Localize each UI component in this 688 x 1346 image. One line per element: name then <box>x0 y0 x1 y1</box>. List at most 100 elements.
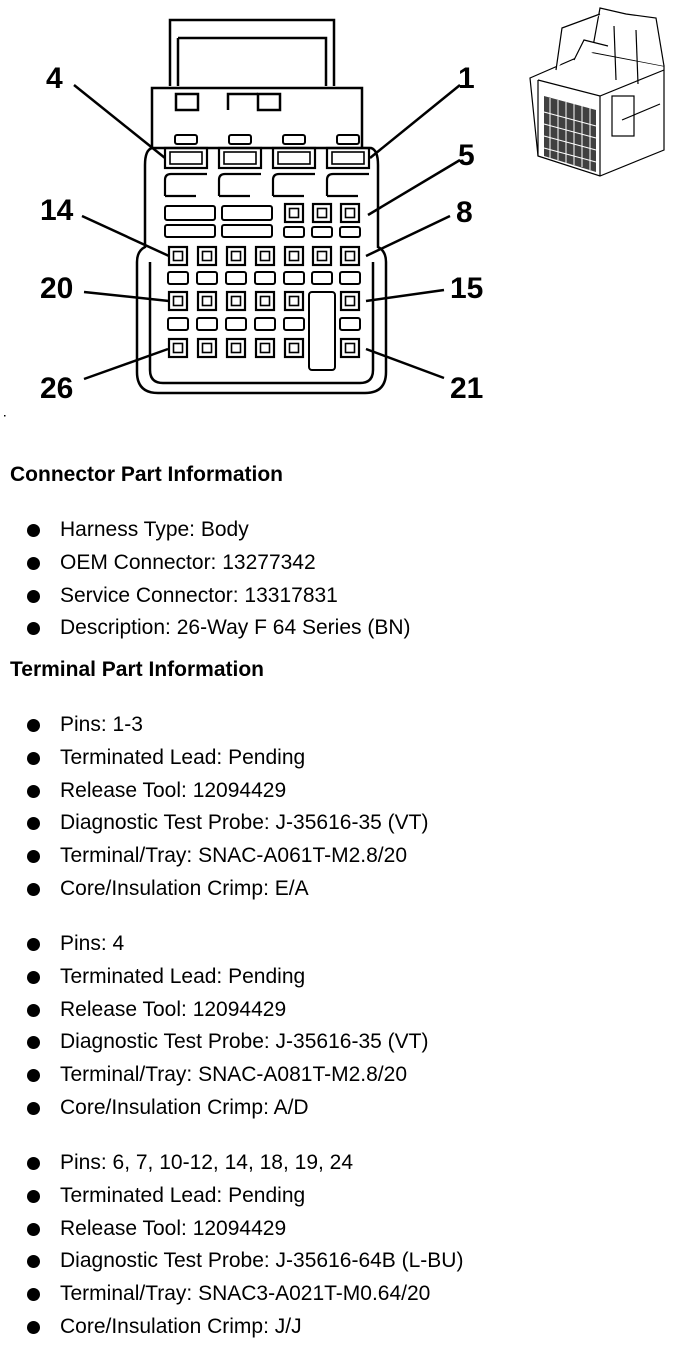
cavity-slot <box>339 271 361 285</box>
pin-label-5: 5 <box>458 139 475 172</box>
list-item: Core/Insulation Crimp: J/J <box>0 1311 463 1344</box>
cavity-slot <box>339 317 361 331</box>
terminal-cavities <box>163 134 371 371</box>
list-item: Diagnostic Test Probe: J-35616-35 (VT) <box>0 1026 428 1059</box>
terminal-latch <box>163 172 207 198</box>
list-item: OEM Connector: 13277342 <box>0 547 411 580</box>
bullet-icon <box>27 817 40 831</box>
cavity-slot <box>174 134 198 145</box>
list-item-text: Release Tool: 12094429 <box>60 778 287 802</box>
bullet-icon <box>27 589 40 603</box>
terminal-cavity <box>225 290 247 312</box>
bullet-icon <box>27 882 40 896</box>
terminal-group-1: Pins: 1-3 Terminated Lead: Pending Relea… <box>0 709 428 906</box>
large-terminal-cavity <box>271 146 317 170</box>
list-item: Pins: 4 <box>0 928 428 961</box>
terminal-cavity <box>196 337 218 359</box>
connector-diagram: 4 1 5 14 8 20 15 26 21 <box>4 7 665 417</box>
bullet-icon <box>27 1222 40 1236</box>
terminal-cavity <box>254 245 276 267</box>
cavity-slot <box>225 317 247 331</box>
terminal-contact <box>288 207 300 219</box>
bullet-icon <box>27 1288 40 1302</box>
pin-number-labels: 4 1 5 14 8 20 15 26 21 <box>40 62 483 405</box>
list-item-text: Release Tool: 12094429 <box>60 1216 287 1240</box>
keying-rib <box>308 291 336 371</box>
pin-label-21: 21 <box>450 372 483 405</box>
terminal-cavity <box>339 337 361 359</box>
terminal-contact <box>201 295 213 307</box>
cavity-slot <box>164 224 216 238</box>
bullet-icon <box>27 1069 40 1083</box>
list-item: Terminated Lead: Pending <box>0 742 428 775</box>
list-item: Harness Type: Body <box>0 514 411 547</box>
connector-isometric-image <box>529 7 665 177</box>
terminal-contact <box>230 250 242 262</box>
list-item-text: Terminal/Tray: SNAC-A081T-M2.8/20 <box>60 1063 408 1087</box>
list-item-text: Release Tool: 12094429 <box>60 997 287 1021</box>
bullet-icon <box>27 850 40 864</box>
terminal-cavity <box>339 202 361 224</box>
terminal-cavity <box>167 245 189 267</box>
terminal-contact <box>344 250 356 262</box>
list-item-text: Pins: 4 <box>60 932 125 955</box>
bullet-icon <box>27 751 40 765</box>
terminal-cavity <box>339 290 361 312</box>
list-item: Core/Insulation Crimp: A/D <box>0 1092 428 1125</box>
bullet-icon <box>27 719 40 732</box>
list-item: Release Tool: 12094429 <box>0 1213 463 1246</box>
terminal-contact <box>344 342 356 354</box>
terminal-cavity <box>283 337 305 359</box>
bullet-icon <box>27 1189 40 1203</box>
terminal-part-heading: Terminal Part Information <box>10 658 264 681</box>
terminal-latch <box>217 172 261 198</box>
cavity-slot <box>254 317 276 331</box>
terminal-cavity <box>225 337 247 359</box>
list-item: Terminated Lead: Pending <box>0 1180 463 1213</box>
list-item-text: Pins: 1-3 <box>60 713 143 736</box>
cavity-slot <box>167 317 189 331</box>
terminal-cavity <box>311 202 333 224</box>
terminal-contact <box>201 342 213 354</box>
connector-part-list: Harness Type: Body OEM Connector: 132773… <box>0 514 411 645</box>
bullet-icon <box>27 556 40 570</box>
list-item-text: Core/Insulation Crimp: E/A <box>60 876 309 900</box>
list-item: Pins: 6, 7, 10-12, 14, 18, 19, 24 <box>0 1147 463 1180</box>
list-item-text: Terminated Lead: Pending <box>60 745 306 769</box>
bullet-icon <box>27 970 40 984</box>
list-item-text: Diagnostic Test Probe: J-35616-35 (VT) <box>60 811 429 835</box>
terminal-cavity <box>225 245 247 267</box>
bullet-icon <box>27 1157 40 1170</box>
cavity-slot <box>225 271 247 285</box>
list-item: Release Tool: 12094429 <box>0 994 428 1027</box>
connector-face <box>135 18 388 395</box>
bullet-icon <box>27 622 40 636</box>
cavity-slot <box>282 134 306 145</box>
pin-label-8: 8 <box>456 196 473 229</box>
pin-label-14: 14 <box>40 194 74 227</box>
bullet-icon <box>27 1036 40 1050</box>
pin-label-26: 26 <box>40 372 73 405</box>
cavity-slot <box>339 226 361 238</box>
bullet-icon <box>27 1320 40 1334</box>
terminal-cavity <box>167 290 189 312</box>
large-terminal-contact <box>169 151 203 165</box>
pin-label-4: 4 <box>46 62 63 95</box>
large-terminal-cavity <box>163 146 209 170</box>
cavity-slot <box>283 317 305 331</box>
list-item-text: Diagnostic Test Probe: J-35616-35 (VT) <box>60 1030 429 1054</box>
terminal-contact <box>230 295 242 307</box>
cavity-slot <box>283 271 305 285</box>
pin-label-1: 1 <box>458 62 475 95</box>
bullet-icon <box>27 524 40 537</box>
list-item: Terminated Lead: Pending <box>0 961 428 994</box>
terminal-cavity <box>311 245 333 267</box>
stray-mark <box>4 415 6 417</box>
bullet-icon <box>27 1255 40 1269</box>
list-item-text: Description: 26-Way F 64 Series (BN) <box>60 616 411 640</box>
list-item-text: Pins: 6, 7, 10-12, 14, 18, 19, 24 <box>60 1151 354 1174</box>
cavity-slot <box>221 224 273 238</box>
list-item: Pins: 1-3 <box>0 709 428 742</box>
cavity-slot <box>254 271 276 285</box>
terminal-contact <box>172 295 184 307</box>
